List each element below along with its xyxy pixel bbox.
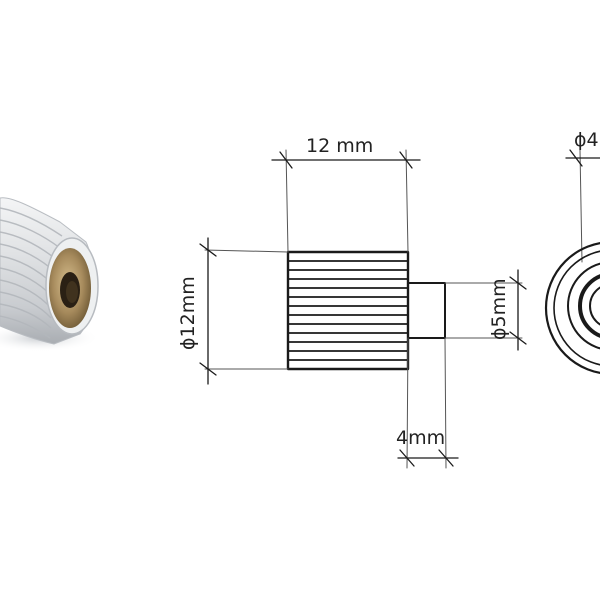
end-view-extension [579,149,583,263]
shaft-length-dimension-line [397,449,459,467]
body-outline [286,250,410,371]
shaft-length-label: 4mm [396,427,445,449]
end-view-circles [544,241,600,375]
outer-diameter-dimension-line [199,237,217,385]
end-view-diameter-label: ϕ4 [574,129,599,151]
shaft-diameter-dimension-line [509,269,527,351]
end-view-dimension-line [565,149,600,167]
shaft-outline [407,282,446,339]
extension-lines [204,149,523,469]
length-dimension-line [271,151,421,169]
shaft-diameter-label: ϕ5mm [488,278,510,340]
outer-diameter-label: ϕ12mm [177,276,199,350]
knob-photo [0,197,100,352]
side-view-sketch [199,149,527,469]
knurl-lines [287,260,409,361]
length-label: 12 mm [306,135,373,157]
end-view-sketch [544,149,600,375]
